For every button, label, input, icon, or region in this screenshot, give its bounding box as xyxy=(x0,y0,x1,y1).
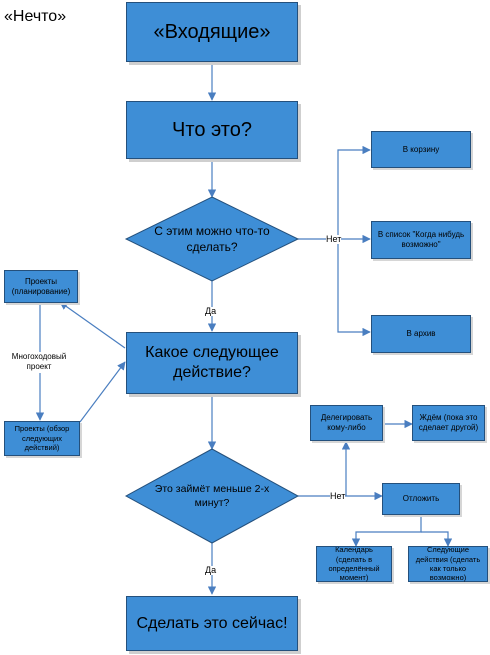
trash-box: В корзину xyxy=(371,131,471,168)
inbox-box: «Входящие» xyxy=(126,2,298,62)
projects-review-box: Проекты (обзор следующих действий) xyxy=(4,421,80,456)
projects-plan-box: Проекты (планирование) xyxy=(4,270,78,303)
do-it-now-box: Сделать это сейчас! xyxy=(126,596,298,651)
decision-actionable xyxy=(124,196,300,282)
delegate-box: Делегировать кому-либо xyxy=(310,405,383,441)
arrow-no-trash xyxy=(298,145,371,240)
defer-box: Отложить xyxy=(382,483,460,515)
someday-box: В список "Когда нибудь возможно" xyxy=(371,221,471,259)
label-multistep-project: Многоходовый проект xyxy=(6,352,72,373)
arrow-defer-to-calendar xyxy=(351,515,422,547)
next-actions-box: Следующие действия (сделать как только в… xyxy=(408,545,488,582)
arrow-next-to-projects-plan xyxy=(59,301,126,349)
calendar-box: Календарь (сделать в определённый момент… xyxy=(316,545,392,582)
arrow-defer-to-next-actions xyxy=(421,531,453,547)
label-yes-actionable: Да xyxy=(205,306,217,316)
next-action-box: Какое следующее действие? xyxy=(126,332,298,394)
label-no-2min: Нет xyxy=(330,491,346,501)
label-no-actionable: Нет xyxy=(326,234,342,244)
arrow-no-archive xyxy=(337,239,371,337)
diagram-title: «Нечто» xyxy=(4,8,67,25)
arrow-review-to-next xyxy=(79,361,126,423)
actionable-decision-text: С этим можно что-то сделать? xyxy=(154,224,270,254)
label-yes-2min: Да xyxy=(205,565,217,575)
waiting-box: Ждём (пока это сделает другой) xyxy=(412,405,485,441)
decision-less-2min xyxy=(124,448,300,544)
what-is-it-box: Что это? xyxy=(126,101,298,159)
archive-box: В архив xyxy=(371,315,471,353)
less-2min-decision-text: Это займёт меньше 2-х минут? xyxy=(154,483,270,509)
